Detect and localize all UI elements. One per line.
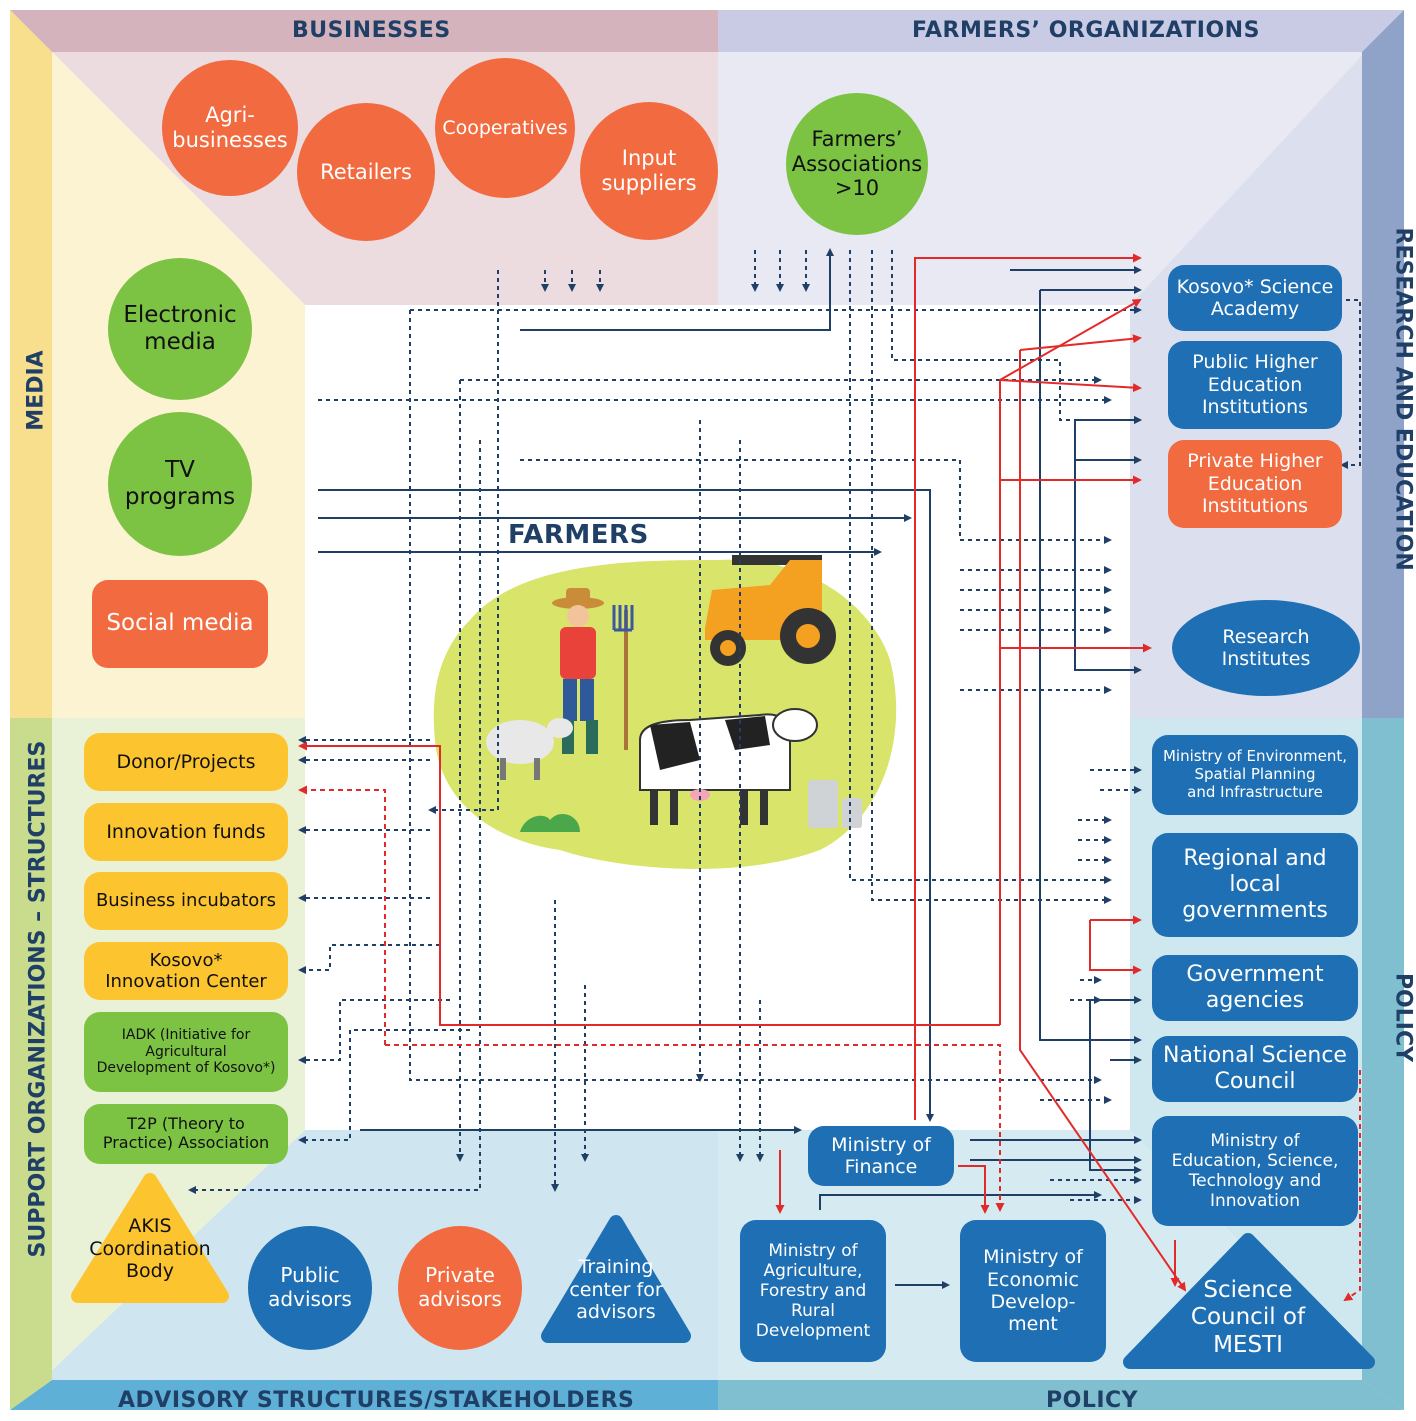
farmers-band	[718, 10, 1404, 52]
solid-line-8	[1089, 1000, 1142, 1174]
red-dashed-line-0	[385, 1044, 1005, 1212]
node-public-advisors: Public advisors	[248, 1226, 372, 1350]
section-title-policy-bottom: POLICY	[1046, 1388, 1139, 1413]
node-tv-programs: TV programs	[108, 412, 252, 556]
advisory-band	[10, 1380, 718, 1410]
policy-right-band	[1362, 718, 1404, 1410]
node-private-advisors: Private advisors	[398, 1226, 522, 1350]
solid-line-5	[1074, 420, 1142, 674]
dotted-line-30	[298, 1029, 470, 1144]
node-ministry-economic: Ministry of Economic Develop- ment	[960, 1220, 1106, 1362]
section-title-support: SUPPORT ORGANIZATIONS – STRUCTURES	[25, 740, 51, 1258]
node-innovation-funds: Innovation funds	[84, 803, 288, 861]
node-business-incubators: Business incubators	[84, 872, 288, 930]
node-science-academy: Kosovo* Science Academy	[1168, 265, 1342, 331]
node-electronic-media: Electronic media	[108, 258, 252, 400]
solid-connection-lines	[318, 248, 1142, 1289]
section-title-farmers-orgs: FARMERS’ ORGANIZATIONS	[912, 18, 1260, 43]
dotted-line-16	[891, 250, 1142, 424]
triangle-shapes	[71, 1173, 1375, 1369]
dotted-line-28	[298, 944, 440, 974]
red-line-9	[958, 1165, 990, 1214]
council-triangle-shape	[1123, 1233, 1375, 1369]
red-dashed-line-2	[1343, 1070, 1361, 1302]
milk-cans-illustration	[808, 780, 862, 828]
red-connection-lines	[298, 253, 1361, 1302]
node-social-media: Social media	[92, 580, 268, 668]
red-line-5	[1019, 334, 1142, 351]
solid-line-14	[318, 489, 934, 1122]
dotted-line-44	[1338, 299, 1361, 469]
policy-bottom-band	[718, 1380, 1404, 1410]
node-public-he: Public Higher Education Institutions	[1168, 341, 1342, 429]
businesses-band	[10, 10, 718, 52]
node-research-institutes: Research Institutes	[1172, 600, 1360, 696]
section-title-advisory: ADVISORY STRUCTURES/STAKEHOLDERS	[118, 1388, 635, 1413]
node-farmers-associations: Farmers’ Associations >10	[786, 93, 928, 235]
support-band	[10, 718, 52, 1410]
node-cooperatives: Cooperatives	[435, 58, 575, 198]
node-kosovo-innovation-center: Kosovo* Innovation Center	[84, 942, 288, 1000]
section-title-businesses: BUSINESSES	[292, 18, 451, 43]
node-science-council-mesti: Science Council of MESTI	[1190, 1277, 1306, 1358]
dotted-line-14	[849, 250, 1112, 884]
node-retailers: Retailers	[297, 103, 435, 241]
node-training-center: Training center for advisors	[569, 1256, 663, 1324]
sheep-illustration	[486, 718, 573, 780]
dotted-line-5	[188, 440, 481, 1194]
node-government-agencies: Government agencies	[1152, 955, 1358, 1021]
dotted-line-29	[298, 999, 450, 1064]
farmers-title: FARMERS	[508, 520, 649, 550]
node-ministry-finance: Ministry of Finance	[808, 1126, 954, 1186]
red-line-6	[1019, 350, 1187, 1292]
node-iadk: IADK (Initiative for Agricultural Develo…	[84, 1012, 288, 1092]
dotted-line-2	[409, 310, 1102, 1084]
node-regional-governments: Regional and local governments	[1152, 833, 1358, 937]
red-line-0	[914, 253, 1142, 1120]
node-mesti: Ministry of Education, Science, Technolo…	[1152, 1116, 1358, 1226]
akis-triangle-shape	[71, 1173, 229, 1303]
section-title-policy-right: POLICY	[1390, 972, 1416, 1063]
section-title-media: MEDIA	[23, 350, 49, 431]
cow-illustration	[639, 708, 818, 825]
training-triangle-shape	[541, 1215, 691, 1343]
red-line-7	[298, 741, 1000, 1026]
node-akis-coordination-body: AKIS Coordination Body	[89, 1215, 211, 1283]
farmers-org-region	[718, 10, 1404, 305]
node-agri-businesses: Agri- businesses	[162, 60, 298, 196]
solid-line-0	[520, 248, 834, 331]
node-ministry-agriculture: Ministry of Agriculture, Forestry and Ru…	[740, 1220, 886, 1362]
dotted-line-6	[428, 270, 499, 814]
node-donor-projects: Donor/Projects	[84, 733, 288, 791]
node-ministry-environment: Ministry of Environment, Spatial Plannin…	[1152, 735, 1358, 815]
red-dashed-line-1	[298, 785, 386, 1045]
research-band	[1362, 10, 1404, 718]
section-title-research: RESEARCH AND EDUCATION	[1390, 227, 1416, 571]
dotted-line-15	[871, 250, 1112, 904]
node-national-science-council: National Science Council	[1152, 1036, 1358, 1102]
red-line-2	[999, 379, 1142, 393]
node-private-he: Private Higher Education Institutions	[1168, 440, 1342, 528]
tractor-illustration	[705, 555, 836, 666]
bush-illustration	[520, 813, 580, 832]
solid-line-12	[819, 1191, 1102, 1210]
media-band	[10, 10, 52, 718]
solid-line-3	[1039, 290, 1142, 1044]
node-input-suppliers: Input suppliers	[580, 102, 718, 240]
red-line-11	[1089, 920, 1142, 975]
node-t2p: T2P (Theory to Practice) Association	[84, 1104, 288, 1164]
